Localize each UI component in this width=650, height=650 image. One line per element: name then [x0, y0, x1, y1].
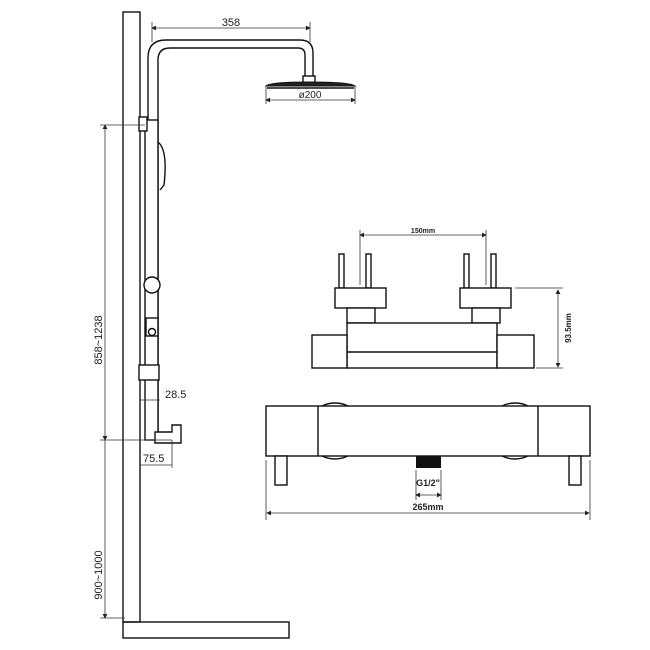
outlet-thread-label: G1/2": [416, 478, 440, 488]
diverter-elbow: [154, 424, 182, 444]
column-dimensions: [100, 22, 356, 619]
column-height-label: 858~1238: [93, 315, 105, 364]
inlet-nut-right: [459, 287, 512, 309]
leg-right: [568, 455, 582, 486]
hand-shower: [157, 141, 166, 191]
leg-left: [274, 455, 288, 486]
shower-head: [264, 81, 357, 87]
slider-knob: [143, 276, 161, 294]
pipe-offset-label: 28.5: [165, 389, 186, 401]
mount-height-label: 900~1000: [93, 550, 105, 599]
valve-bar: [265, 405, 591, 457]
depth-label: 93.5mm: [564, 313, 573, 343]
top-width-label: 358: [222, 17, 240, 29]
thermostat-top-view: [311, 230, 563, 369]
inlet-nut-left: [334, 287, 387, 309]
wall-bracket-top: [138, 116, 148, 132]
outlet: [416, 456, 441, 468]
wall: [122, 11, 290, 639]
inlet-spacing-label: 150mm: [411, 228, 435, 235]
outlet-offset-label: 75.5: [143, 453, 164, 465]
head-diameter-label: ø200: [299, 90, 322, 101]
wall-bracket-bottom: [138, 364, 160, 381]
shower-column: [138, 39, 357, 444]
inlet-fittings: [338, 253, 497, 289]
length-label: 265mm: [412, 502, 443, 512]
valve-body: [346, 322, 498, 369]
thermostat-front-view: [265, 402, 591, 520]
slider-clip: [145, 317, 159, 337]
